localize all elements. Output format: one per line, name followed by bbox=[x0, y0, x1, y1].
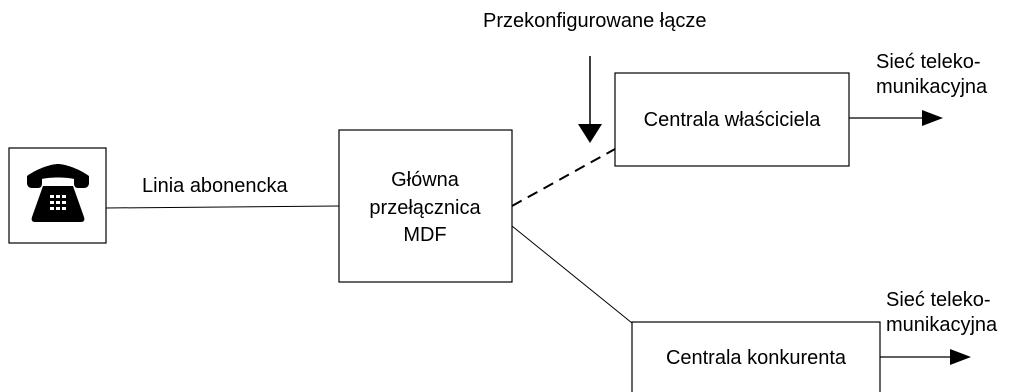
competitor-exchange-label: Centrala konkurenta bbox=[666, 347, 847, 369]
competitor-exchange-box: Centrala konkurenta bbox=[631, 321, 881, 392]
network-top-label-line1: Sieć teleko- bbox=[876, 51, 981, 73]
mdf-label-line1: Główna bbox=[391, 169, 460, 191]
mdf-box: Główna przełącznica MDF bbox=[338, 129, 513, 283]
mdf-label-line3: MDF bbox=[403, 224, 446, 246]
reconfigured-dashed-link bbox=[511, 148, 616, 207]
network-arrow-top bbox=[849, 110, 943, 126]
network-arrow-bottom bbox=[880, 349, 971, 365]
owner-exchange-box: Centrala właściciela bbox=[614, 72, 850, 167]
competitor-link bbox=[511, 225, 633, 324]
network-bottom-label-line1: Sieć teleko- bbox=[886, 289, 991, 311]
owner-exchange-label: Centrala właściciela bbox=[644, 109, 822, 131]
reconfigured-link-label: Przekonfigurowane łącze bbox=[483, 10, 706, 32]
subscriber-line bbox=[105, 205, 340, 209]
telephone-box bbox=[8, 147, 107, 244]
network-top-label-line2: munikacyjna bbox=[876, 76, 988, 98]
mdf-label-line2: przełącznica bbox=[369, 197, 481, 219]
network-bottom-label-line2: munikacyjna bbox=[886, 314, 998, 336]
telephone-icon bbox=[27, 164, 89, 222]
reconfigured-link-arrow bbox=[578, 56, 602, 143]
subscriber-line-label: Linia abonencka bbox=[142, 175, 289, 197]
